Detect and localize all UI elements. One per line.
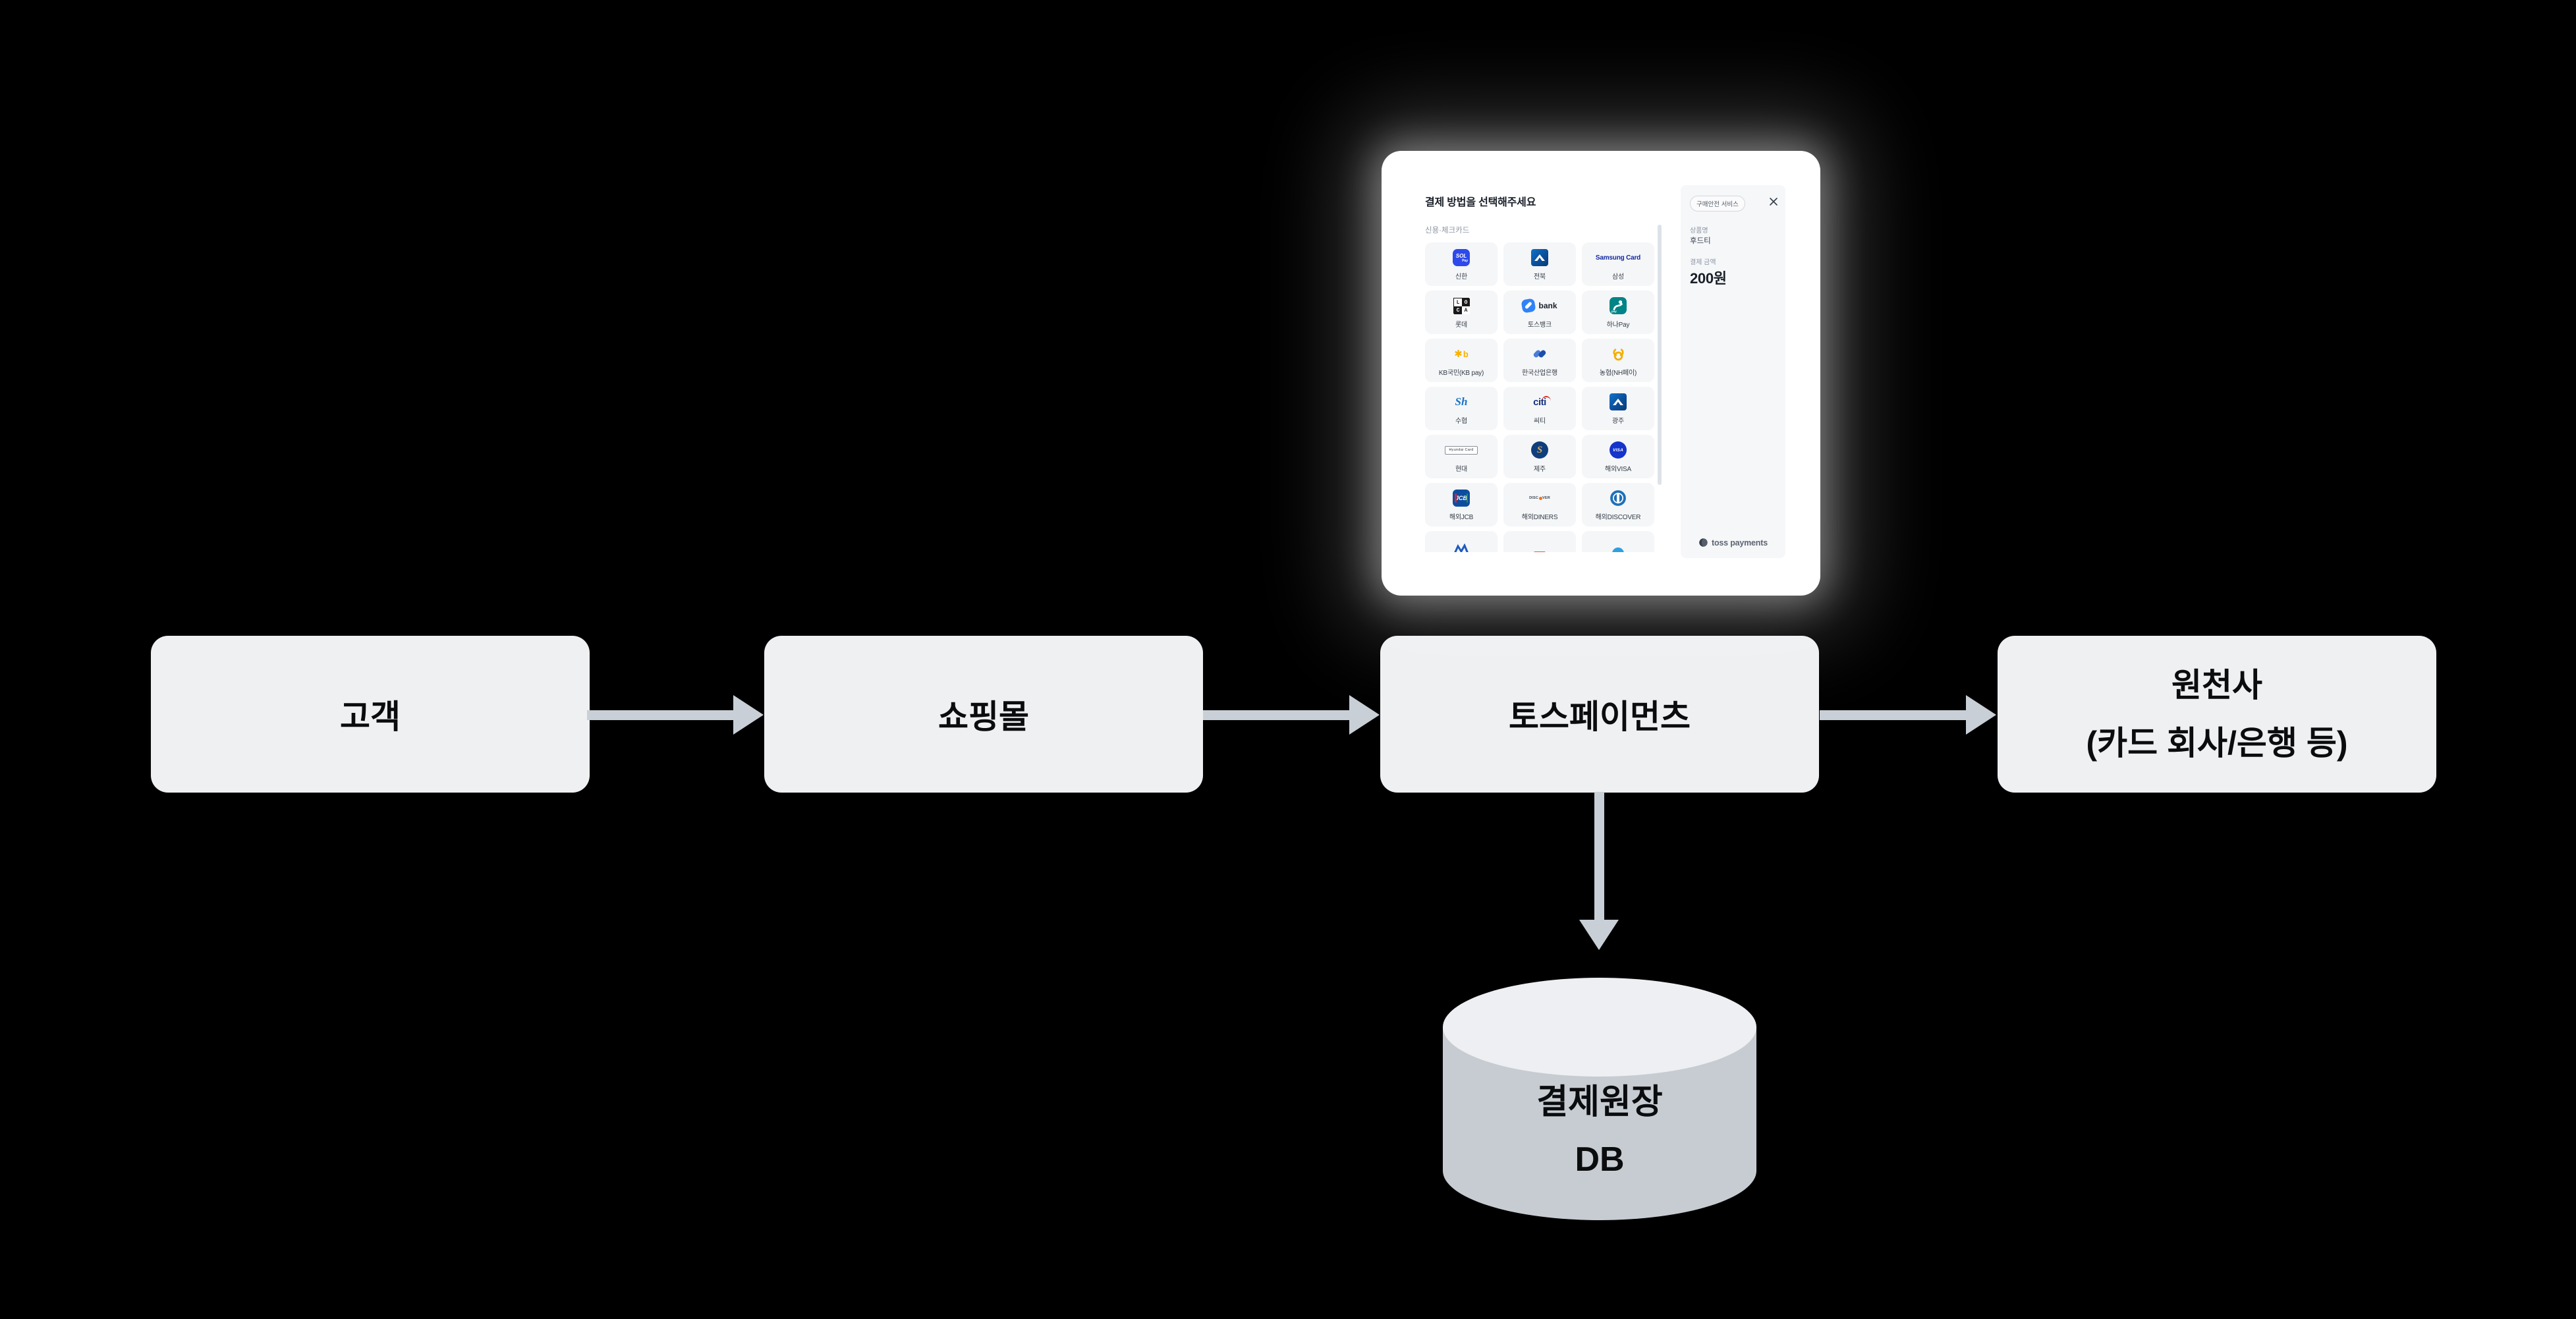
node-shopping-mall-label: 쇼핑몰: [938, 698, 1029, 735]
hana-pay-icon: pay: [1610, 297, 1627, 314]
modal-title: 결제 방법을 선택해주세요: [1425, 197, 1536, 208]
nh-flower-icon: [1610, 346, 1627, 362]
method-tile-jeju[interactable]: S 제주: [1503, 435, 1576, 478]
samsung-card-wordmark: Samsung Card: [1595, 254, 1641, 262]
node-shopping-mall: 쇼핑몰: [764, 636, 1203, 793]
visa-icon: VISA: [1610, 441, 1627, 459]
method-tile-suhyup[interactable]: Sh 수협: [1425, 387, 1498, 430]
node-issuer-label-line1: 원천사: [2171, 667, 2262, 704]
product-name-label: 상품명: [1690, 227, 1708, 235]
method-tile-diners[interactable]: DISC VER 해외DINERS: [1503, 483, 1576, 526]
citi-red-arc-icon: [1542, 395, 1552, 401]
node-issuer: 원천사 (카드 회사/은행 등): [1998, 636, 2436, 793]
grid-scrollbar-thumb[interactable]: [1658, 225, 1662, 485]
order-summary-panel: 구매안전 서비스 상품명 후드티 결제 금액 200원 toss payment…: [1681, 185, 1785, 558]
method-tile-discover[interactable]: 해외DISCOVER: [1582, 483, 1654, 526]
shinhan-sol-pay-icon: SOL Pay: [1453, 249, 1470, 266]
arrow-shop-to-toss: [1203, 710, 1349, 720]
node-customer: 고객: [151, 636, 590, 793]
node-ledger-db-label-line1: 결제원장: [1536, 1083, 1663, 1121]
method-tile-kb[interactable]: ✱ b KB국민(KB pay): [1425, 339, 1498, 382]
method-tile-clipped-3[interactable]: [1582, 531, 1654, 552]
hyundai-card-wordmark: Hyundai Card: [1445, 445, 1478, 455]
node-issuer-label-line2: (카드 회사/은행 등): [2086, 725, 2348, 762]
discover-wordmark: DISC VER: [1529, 496, 1550, 500]
method-tile-jeonbuk[interactable]: 전북: [1503, 242, 1576, 286]
method-tile-gwangju[interactable]: 광주: [1582, 387, 1654, 430]
clipped-blue-circle-icon: [1612, 547, 1624, 552]
method-tile-tossbank[interactable]: bank 토스뱅크: [1503, 291, 1576, 334]
method-tile-jcb[interactable]: JCB 해외JCB: [1425, 483, 1498, 526]
method-tile-shinhan[interactable]: SOL Pay 신한: [1425, 242, 1498, 286]
discover-orange-o-icon: [1538, 496, 1542, 500]
jcb-icon: JCB: [1453, 490, 1470, 507]
method-tile-clipped-1[interactable]: [1425, 531, 1498, 552]
method-tile-visa[interactable]: VISA 해외VISA: [1582, 435, 1654, 478]
toss-bank-icon: bank: [1521, 298, 1557, 314]
lotte-loca-icon: L O C A: [1453, 298, 1470, 314]
method-tile-hyundai[interactable]: Hyundai Card 현대: [1425, 435, 1498, 478]
node-customer-label: 고객: [340, 698, 401, 735]
card-section-label: 신용·체크카드: [1425, 227, 1470, 235]
clipped-blue-zigzag-icon: [1454, 544, 1469, 552]
payment-method-grid: SOL Pay 신한 전북 Samsung Card 삼성 L O C: [1425, 242, 1657, 552]
gwangju-bank-icon: [1610, 393, 1627, 410]
method-tile-lotte[interactable]: L O C A 롯데: [1425, 291, 1498, 334]
node-ledger-db-label-line2: DB: [1575, 1140, 1625, 1179]
method-tile-clipped-2[interactable]: [1503, 531, 1576, 552]
toss-payments-logo: toss payments: [1681, 538, 1785, 547]
arrow-toss-to-db-head: [1579, 920, 1619, 950]
clipped-red-bar-icon: [1534, 551, 1546, 552]
arrow-customer-to-shop: [587, 710, 733, 720]
toss-payments-wordmark: toss payments: [1712, 538, 1768, 547]
method-tile-samsung[interactable]: Samsung Card 삼성: [1582, 242, 1654, 286]
payment-method-modal: 결제 방법을 선택해주세요 신용·체크카드 SOL Pay 신한 전북 Sams…: [1382, 151, 1820, 596]
arrow-customer-to-shop-head: [733, 695, 764, 735]
toss-bank-bubble-icon: [1521, 298, 1537, 314]
method-tile-hanapay[interactable]: pay 하나Pay: [1582, 291, 1654, 334]
kdb-bank-icon: [1531, 345, 1548, 362]
payment-amount-label: 결제 금액: [1690, 259, 1716, 266]
suhyup-sh-wordmark: Sh: [1455, 395, 1468, 408]
arrow-toss-to-issuer-head: [1966, 695, 1996, 735]
method-tile-kdb[interactable]: 한국산업은행: [1503, 339, 1576, 382]
close-icon[interactable]: [1768, 196, 1779, 207]
jb-bank-icon: [1531, 249, 1548, 266]
arrow-toss-to-db: [1594, 792, 1604, 920]
safe-purchase-badge: 구매안전 서비스: [1690, 196, 1745, 211]
citi-wordmark: citi: [1533, 395, 1552, 408]
node-tosspayments: 토스페이먼츠: [1380, 636, 1819, 793]
node-tosspayments-label: 토스페이먼츠: [1509, 698, 1691, 735]
jeju-bank-icon: S: [1531, 441, 1548, 459]
toss-symbol-icon: [1699, 538, 1708, 547]
payment-amount-value: 200원: [1690, 270, 1727, 287]
arrow-shop-to-toss-head: [1349, 695, 1380, 735]
node-ledger-db: 결제원장 DB: [1443, 978, 1756, 1220]
method-tile-citi[interactable]: citi 씨티: [1503, 387, 1576, 430]
cylinder-top: [1443, 978, 1756, 1077]
product-name-value: 후드티: [1690, 237, 1711, 245]
method-tile-nh[interactable]: 농협(NH페이): [1582, 339, 1654, 382]
diners-club-icon: [1610, 490, 1627, 507]
kb-star-icon: ✱ b: [1454, 348, 1469, 360]
arrow-toss-to-issuer: [1820, 710, 1966, 720]
